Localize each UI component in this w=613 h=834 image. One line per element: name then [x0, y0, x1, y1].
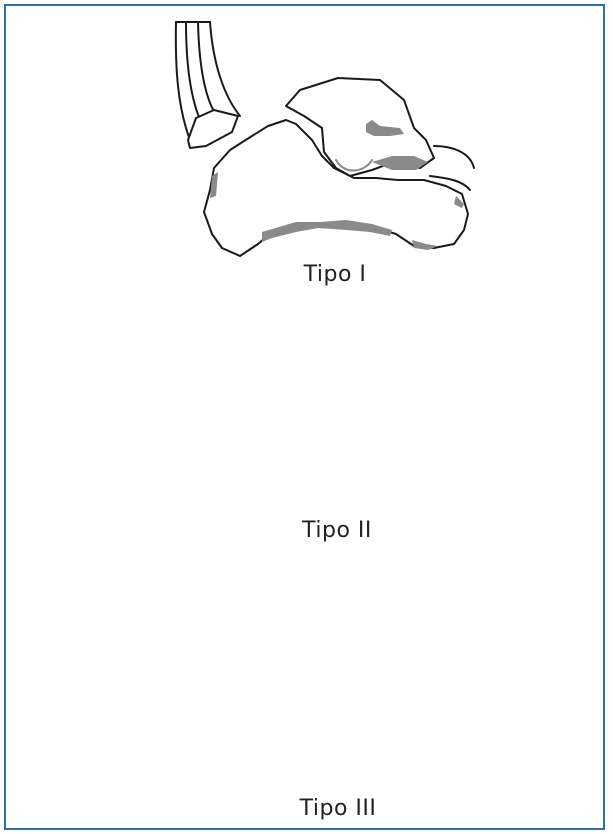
label-tipo-ii: Tipo II [257, 518, 417, 543]
panel-tipo-i [176, 22, 474, 256]
label-tipo-iii: Tipo III [258, 796, 418, 821]
label-tipo-i: Tipo I [255, 262, 415, 287]
avulsed-bone-fragment [188, 110, 238, 148]
